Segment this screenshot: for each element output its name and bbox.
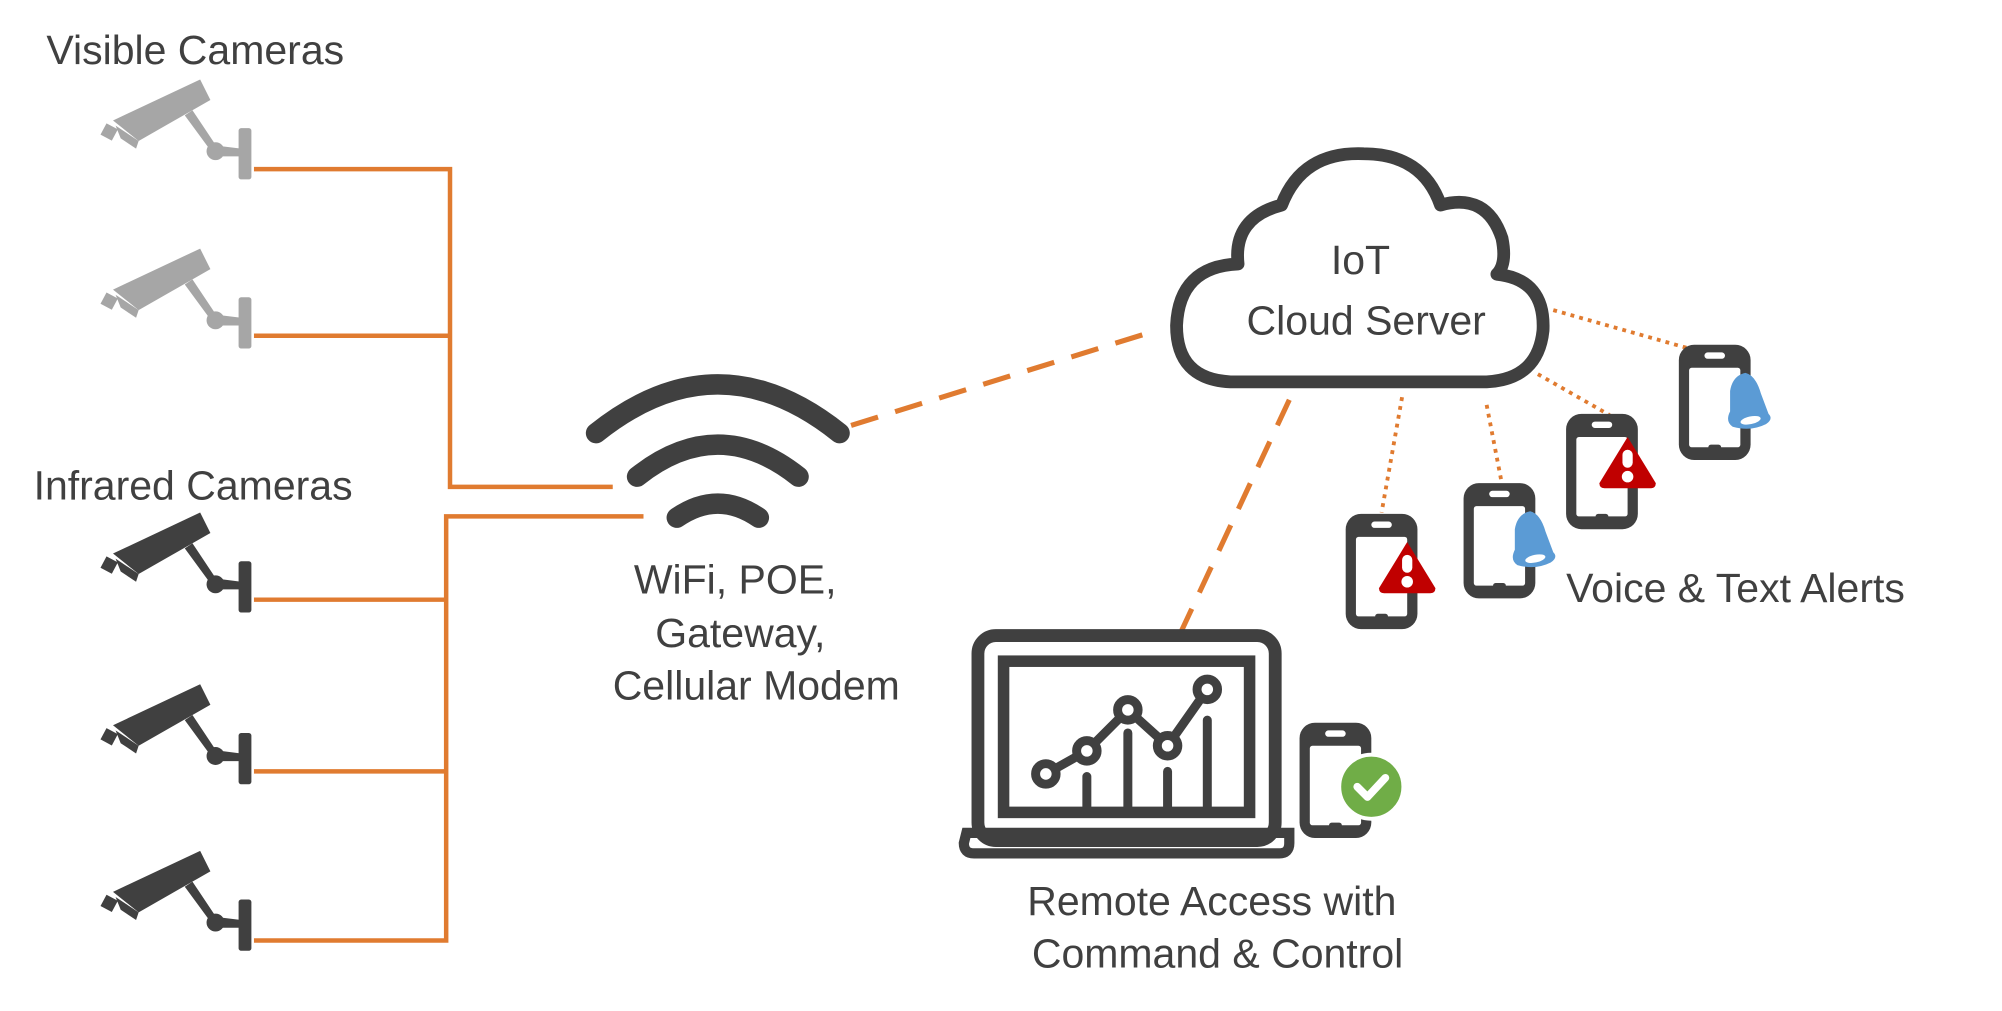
alert-phone-4 — [1678, 344, 1771, 461]
alert-phone-1 — [1345, 513, 1436, 630]
alert-phone-2 — [1463, 483, 1556, 599]
check-icon — [1353, 773, 1390, 801]
alerts-label: Voice & Text Alerts — [1566, 565, 1905, 611]
bell-icon — [1512, 511, 1556, 568]
alert-links — [1379, 308, 1690, 513]
camera-wiring — [253, 166, 644, 943]
security-camera-icon — [100, 512, 252, 613]
bell-icon — [1728, 372, 1771, 429]
remote-access-label: Remote Access with Command & Control — [1027, 878, 1408, 977]
infrared-camera-1 — [100, 512, 252, 613]
security-camera-icon — [100, 248, 252, 349]
cloud-label: IoT Cloud Server — [1247, 237, 1486, 343]
visible-camera-1 — [100, 79, 252, 180]
cloud-remote-link — [1179, 398, 1292, 632]
visible-cameras-label: Visible Cameras — [46, 27, 344, 73]
gateway-cloud-link — [850, 328, 1157, 428]
wifi-icon — [585, 374, 850, 528]
alert-phone-3 — [1566, 413, 1656, 530]
cloud-icon — [1170, 147, 1550, 389]
security-camera-icon — [100, 684, 252, 785]
security-camera-icon — [100, 79, 252, 180]
gateway-label: WiFi, POE, Gateway, Cellular Modem — [613, 556, 900, 708]
laptop-chart-icon — [958, 629, 1295, 859]
security-camera-icon — [100, 850, 252, 951]
infrared-camera-2 — [100, 684, 252, 785]
infrared-camera-3 — [100, 850, 252, 951]
phone-check-icon — [1299, 722, 1406, 839]
visible-camera-2 — [100, 248, 252, 349]
infrared-cameras-label: Infrared Cameras — [34, 463, 353, 509]
